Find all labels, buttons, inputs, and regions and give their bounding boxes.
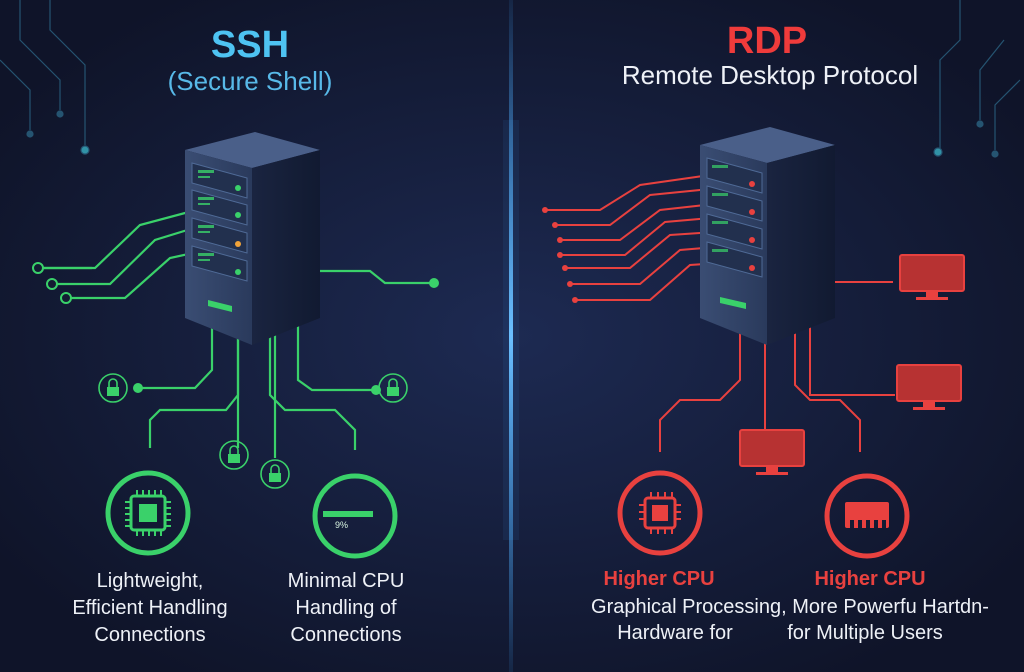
ssh-connection-traces (40, 203, 432, 458)
divider-glow (503, 120, 519, 540)
ssh-feature-label-2: Minimal CPU Handling of Connections (246, 568, 446, 649)
ssh-feature-label-1: Lightweight, Efficient Handling Connecti… (50, 568, 250, 649)
rdp-cpu-chip-icon (617, 470, 703, 556)
rdp-title: RDP (726, 20, 808, 62)
circuit-trace-icon (0, 0, 1021, 158)
ssh-cpu-gauge-icon: 9% (312, 473, 398, 559)
trace-endpoints (32, 262, 439, 395)
rdp-description-line-1: Graphical Processing, More Powerfu Hartd… (591, 596, 989, 618)
label-line: Connections (290, 624, 402, 646)
monitor-icon (739, 254, 965, 475)
label-line: Connections (94, 624, 206, 646)
rdp-ram-module-icon (824, 473, 910, 559)
padlock-icon (98, 373, 408, 489)
rdp-server-rack-icon (700, 127, 835, 345)
label-line: Lightweight, (96, 570, 204, 592)
label-line: Efficient Handling (72, 597, 228, 619)
ssh-title: SSH (210, 24, 290, 66)
rdp-feature-heading-1: Higher CPU (603, 568, 715, 590)
rdp-trace-endpoints (542, 207, 578, 303)
label-line: Minimal CPU (287, 570, 405, 592)
rdp-feature-heading-2: Higher CPU (814, 568, 926, 590)
label-line: Handling of (295, 597, 397, 619)
ssh-subtitle: (Secure Shell) (167, 66, 333, 96)
gauge-value: 9% (335, 520, 348, 530)
rdp-subtitle: Remote Desktop Protocol (621, 60, 919, 90)
ssh-cpu-chip-icon (105, 470, 191, 556)
center-divider (509, 0, 513, 672)
rdp-description-line-2: Hardware for (617, 622, 733, 644)
ssh-server-rack-icon (185, 132, 320, 345)
rdp-description-line-3: for Multiple Users (787, 622, 943, 644)
